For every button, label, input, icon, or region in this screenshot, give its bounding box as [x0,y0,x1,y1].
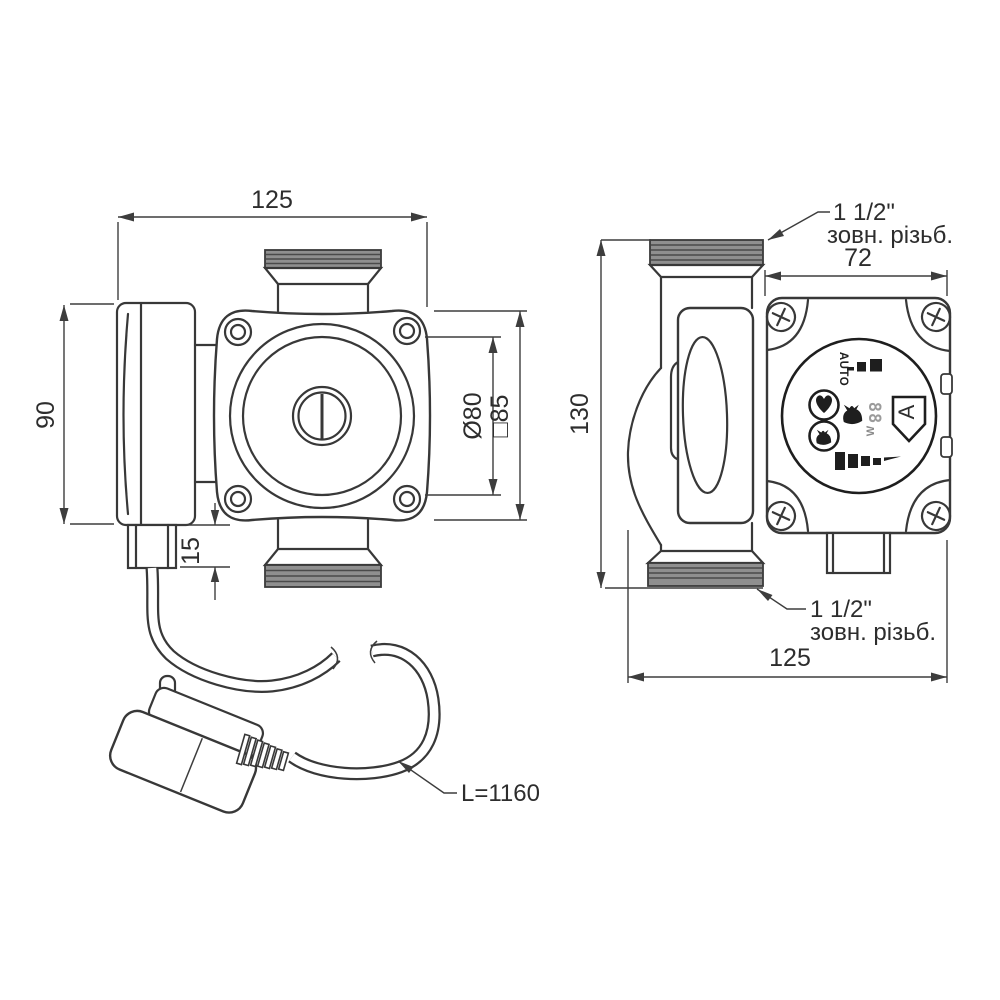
dim-label-flange: □85 [486,395,514,438]
front-view: 125 90 15 Ø80 [32,186,540,814]
dim-gland-height: 15 [177,503,230,600]
select-down-button[interactable] [808,389,840,421]
side-bottom-port [605,549,766,589]
dim-side-width: 125 [627,530,948,683]
bottom-stub [825,531,892,575]
dim-label-side-depth: 72 [844,244,872,272]
dim-label-rotor: Ø80 [459,392,487,439]
strain-relief [235,733,290,772]
dim-label-front-width: 125 [251,186,293,214]
dim-label-side-height: 130 [566,393,594,435]
power-cable [145,567,441,781]
terminal-box [115,301,220,527]
power-plug [108,674,290,814]
front-top-port [262,249,384,313]
screw-bottom-left [765,500,797,532]
pump-mode-button[interactable] [808,420,840,452]
bottom-thread-leader: 1 1/2" зовн. різьб. [756,588,936,646]
side-top-port [647,239,766,370]
top-thread-label-1: 1 1/2" [833,199,895,226]
screw-top-left [765,301,797,333]
screw-bottom-right [920,500,952,532]
control-panel: AUTO 88 W A [780,337,938,495]
dim-label-side-width: 125 [769,644,811,672]
autoadapt-badge: A [894,404,919,419]
dim-front-width: 125 [117,186,428,307]
dim-front-height: 90 [32,303,114,525]
cable-gland [126,523,178,570]
select-down-icon [816,395,832,413]
side-view: AUTO 88 W A [566,199,953,683]
vent-screw [291,385,353,447]
bottom-thread-label-2: зовн. різьб. [810,619,936,646]
dim-side-depth: 72 [764,244,948,296]
auto-label: AUTO [837,352,849,386]
power-bars-icon [835,452,901,470]
dim-flange-size: □85 [434,310,527,521]
dim-label-gland: 15 [177,537,205,565]
cable-length-leader: L=1160 [397,760,540,807]
dim-side-height: 130 [566,239,651,588]
control-box: AUTO 88 W A [765,296,953,575]
top-thread-leader: 1 1/2" зовн. різьб. [767,199,953,249]
screw-top-right [920,301,952,333]
pump-mode-icon [843,404,863,425]
pump-volute [626,306,755,553]
shield-a-icon: A [891,395,927,443]
pump-flange [212,309,432,522]
front-bottom-port [262,518,384,588]
top-thread-label-2: зовн. різьб. [827,222,953,249]
bottom-thread-label-1: 1 1/2" [810,596,872,623]
dim-label-front-height: 90 [32,401,60,429]
dim-rotor-diameter: Ø80 [425,336,501,496]
led-steps-icon [847,359,882,372]
pump-mode-icon [816,429,832,445]
watt-unit: W [865,425,877,436]
cable-length-label: L=1160 [461,780,540,807]
power-display: 88 [864,402,884,424]
